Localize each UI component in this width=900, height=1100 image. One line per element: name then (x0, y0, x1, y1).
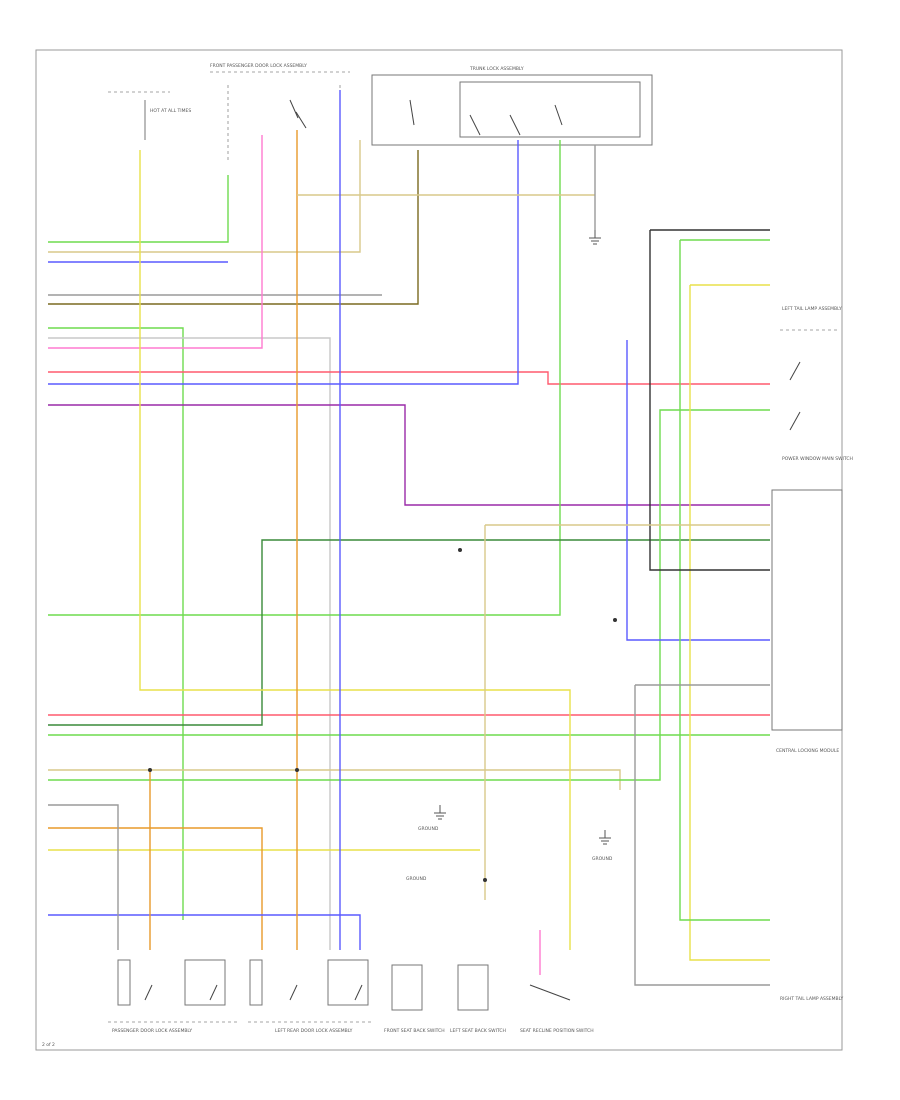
right-tail-lamp: RIGHT TAIL LAMP ASSEMBLY (780, 996, 843, 1002)
wire-blue-right (626, 340, 770, 641)
wire-red-mid (48, 371, 770, 385)
passenger-door-lock-label: PASSENGER DOOR LOCK ASSEMBLY (112, 1028, 192, 1034)
wire-green-2 (48, 327, 184, 920)
wire-gray-low (48, 804, 119, 950)
left-rear-door-lock-label: LEFT REAR DOOR LOCK ASSEMBLY (275, 1028, 353, 1034)
ground-label-right: GROUND (592, 856, 613, 862)
ground-icon (599, 830, 611, 845)
wire-harness-left (48, 135, 770, 950)
diagram-frame (35, 49, 843, 1051)
central-locking-module: CENTRAL LOCKING MODULE (771, 489, 843, 754)
ground-label-mid: GROUND (406, 876, 427, 882)
junction-dot (483, 878, 487, 882)
front-seat-switch-label: FRONT SEAT BACK SWITCH (384, 1028, 445, 1034)
wire-orange-low (48, 827, 263, 950)
wire-blue-mid (48, 140, 519, 385)
wire-yellow-right (689, 284, 770, 961)
wire-brown-1 (48, 150, 419, 305)
trunk-lock-label: TRUNK LOCK ASSEMBLY (469, 66, 524, 72)
wire-green-right (679, 239, 770, 921)
wire-tan-right (484, 524, 770, 900)
wire-tan-low (48, 769, 621, 790)
ground-label-left: GROUND (418, 826, 439, 832)
wire-harness-vertical (139, 90, 770, 986)
bottom-components: PASSENGER DOOR LOCK ASSEMBLY LEFT REAR D… (108, 930, 594, 1034)
trunk-lock-assembly: TRUNK LOCK ASSEMBLY (371, 66, 653, 146)
wire-tan-1 (48, 140, 361, 253)
fuse-block: HOT AT ALL TIMES (108, 91, 191, 140)
wire-gray-right (634, 684, 770, 986)
wire-green-top (48, 175, 229, 243)
wire-green-low2 (48, 409, 770, 781)
ground-icon (434, 805, 446, 820)
wire-yellow-vertical (139, 150, 571, 950)
wire-green-long (48, 140, 561, 616)
junction-dot (458, 548, 462, 552)
wire-pink-1 (48, 135, 263, 349)
fuse-block-label: HOT AT ALL TIMES (150, 108, 191, 114)
page-number: 2 of 2 (42, 1042, 55, 1048)
junction-dot (148, 768, 152, 772)
wire-purple (48, 404, 770, 506)
module-label: CENTRAL LOCKING MODULE (776, 748, 839, 754)
junction-dot (295, 768, 299, 772)
ground-symbols: GROUND GROUND GROUND (406, 230, 613, 882)
front-passenger-door-lock-label: FRONT PASSENGER DOOR LOCK ASSEMBLY (210, 63, 307, 69)
ground-icon (589, 230, 601, 245)
left-tail-lamp: LEFT TAIL LAMP ASSEMBLY (780, 306, 842, 331)
front-passenger-door-lock: FRONT PASSENGER DOOR LOCK ASSEMBLY (210, 63, 350, 160)
seat-recline-switch-label: SEAT RECLINE POSITION SWITCH (520, 1028, 594, 1034)
wire-black-right (649, 229, 770, 571)
wire-darkgreen-low (48, 539, 770, 726)
wire-blue-low (48, 914, 361, 950)
junction-dot (613, 618, 617, 622)
right-tail-lamp-label: RIGHT TAIL LAMP ASSEMBLY (780, 996, 843, 1002)
wire-lightgray-1 (48, 337, 331, 950)
power-window-switch-label: POWER WINDOW MAIN SWITCH (782, 456, 853, 462)
junction-dots (148, 548, 617, 882)
power-window-main-switch: POWER WINDOW MAIN SWITCH (782, 361, 853, 462)
left-seat-switch-label: LEFT SEAT BACK SWITCH (450, 1028, 506, 1034)
left-tail-lamp-label: LEFT TAIL LAMP ASSEMBLY (782, 306, 842, 312)
